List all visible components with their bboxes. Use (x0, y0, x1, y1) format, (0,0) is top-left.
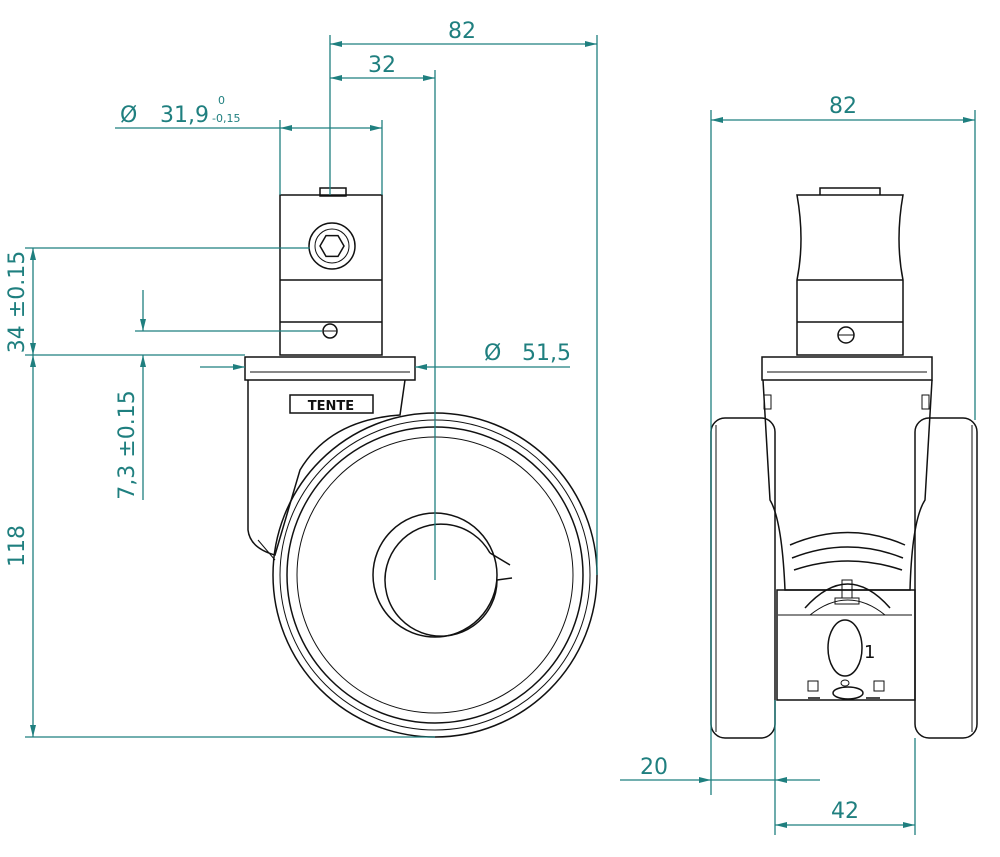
dim-front-width: 82 (829, 94, 857, 119)
brand-label (289, 394, 374, 414)
dim-flange-diameter: 51,5 (522, 341, 571, 366)
flange (244, 356, 416, 381)
dim-total-height: 118 (5, 525, 30, 567)
brand-text: TENTE (308, 399, 354, 414)
housing (247, 379, 406, 556)
tol-lower: -0,15 (212, 112, 240, 125)
dim-bolt-height: 34 ±0.15 (5, 251, 30, 353)
side-view: TENTE 82 32 Ø 31,9 0 -0,15 Ø 51,5 (5, 19, 598, 738)
marker-number: 1 (864, 642, 875, 663)
diameter-symbol-flange: Ø (484, 341, 501, 366)
tol-upper: 0 (218, 94, 225, 107)
diameter-symbol: Ø (120, 103, 137, 128)
dim-offset: 32 (368, 53, 396, 78)
dim-stem-diameter: 31,9 (160, 103, 209, 128)
dim-inner-width: 42 (831, 799, 859, 824)
stem-front (796, 187, 904, 356)
hex-bolt-icon (308, 222, 356, 270)
dim-screw-height: 7,3 ±0.15 (115, 390, 140, 499)
flange-front (761, 356, 933, 381)
left-wheel (710, 417, 776, 739)
dim-wheel-width: 20 (640, 755, 668, 780)
bottom-plate (776, 589, 916, 701)
front-view: 1 82 20 42 (620, 94, 978, 835)
dim-overall-width: 82 (448, 19, 476, 44)
stem-top-cap (319, 187, 347, 197)
right-wheel (914, 417, 978, 739)
fork-body (762, 379, 933, 591)
stem (279, 194, 383, 356)
